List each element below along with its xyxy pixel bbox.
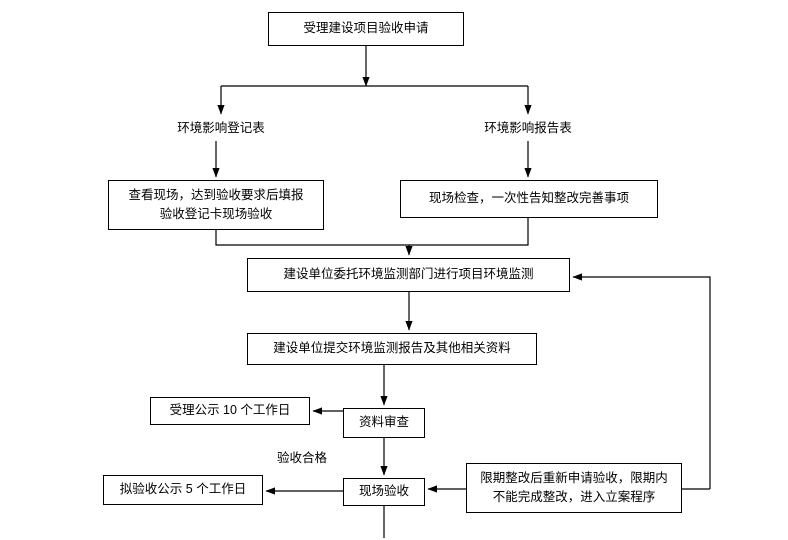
node-site-visit-fill-form[interactable]: 查看现场，达到验收要求后填报 验收登记卡现场验收 bbox=[108, 180, 324, 230]
node-site-acceptance[interactable]: 现场验收 bbox=[343, 478, 425, 506]
node-env-registration-form: 环境影响登记表 bbox=[177, 121, 265, 136]
node-env-report-form: 环境影响报告表 bbox=[484, 121, 572, 136]
node-accept-application[interactable]: 受理建设项目验收申请 bbox=[268, 12, 464, 46]
node-entrust-monitoring[interactable]: 建设单位委托环境监测部门进行项目环境监测 bbox=[247, 258, 570, 292]
node-material-review[interactable]: 资料审查 bbox=[343, 408, 425, 438]
node-site-inspection-notice[interactable]: 现场检查，一次性告知整改完善事项 bbox=[400, 180, 658, 218]
node-rectification-reapply[interactable]: 限期整改后重新申请验收，限期内 不能完成整改，进入立案程序 bbox=[466, 463, 682, 513]
connector-inspection-to-monitoring bbox=[409, 218, 529, 246]
connector-rectification-loop-to-monitoring bbox=[572, 273, 711, 463]
label-acceptance-qualified: 验收合格 bbox=[276, 451, 327, 465]
node-planned-acceptance-publicity-5[interactable]: 拟验收公示 5 个工作日 bbox=[103, 475, 263, 505]
node-acceptance-publicity-10[interactable]: 受理公示 10 个工作日 bbox=[150, 397, 310, 425]
node-submit-report[interactable]: 建设单位提交环境监测报告及其他相关资料 bbox=[247, 333, 537, 365]
connector-sitevisit-to-monitoring bbox=[215, 230, 413, 256]
